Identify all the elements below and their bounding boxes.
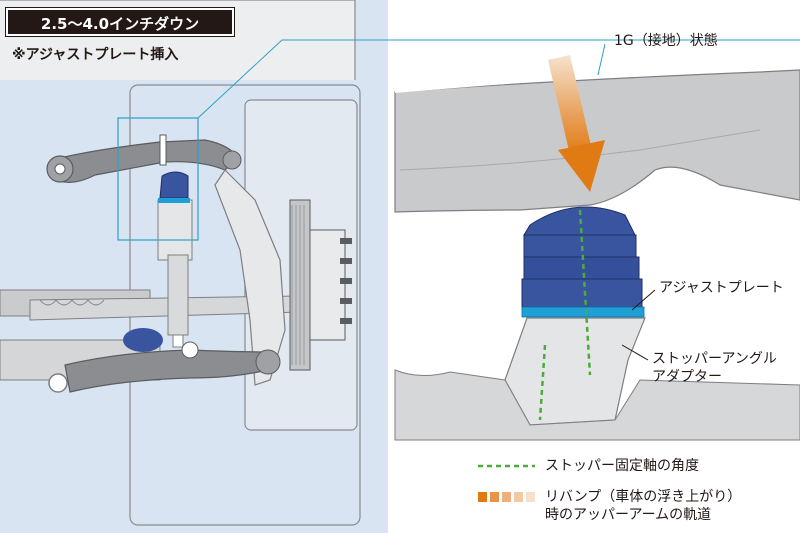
legend-trajectory-swatch	[478, 492, 535, 502]
right-detail-panel	[394, 43, 800, 441]
adapter-callout-line	[621, 344, 649, 361]
stopper-adapter-label-line1: ストッパーアングル	[652, 351, 777, 367]
adjust-plate-callout-line	[631, 289, 656, 311]
stopper-axis-line	[538, 344, 547, 421]
frame-bracket	[394, 369, 800, 441]
detail-callout-line	[197, 39, 800, 119]
detail-highlight-box	[117, 117, 199, 241]
left-overview-panel	[0, 0, 388, 533]
stopper-adapter-label-line2: アダプター	[652, 369, 722, 385]
page-title: 2.5〜4.0インチダウン	[5, 7, 235, 37]
ground-state-label: 1G（接地）状態	[614, 33, 718, 49]
adjust-plate-left	[158, 198, 190, 203]
legend-rebound: リバンプ（車体の浮き上がり） 時のアッパーアームの軌道	[545, 488, 741, 524]
lower-bump-stop	[123, 328, 163, 352]
bump-stop-left	[159, 171, 189, 199]
ground-state-callout-line	[597, 43, 606, 76]
adjust-plate-detail	[521, 306, 645, 318]
stopper-adapter-label: ストッパーアングル アダプター	[652, 350, 777, 386]
rebound-trajectory-arrow	[548, 55, 605, 192]
legend-rebound-line1: リバンプ（車体の浮き上がり）	[545, 489, 742, 505]
legend-rebound-line2: 時のアッパーアームの軌道	[545, 507, 712, 523]
steering-knuckle	[214, 169, 286, 386]
bump-stop-detail	[521, 206, 643, 308]
legend-stopper-axis: ストッパー固定軸の角度	[545, 458, 699, 474]
adjust-plate-label: アジャストプレート	[659, 280, 784, 296]
shock-absorber	[157, 134, 193, 348]
page-subtitle: ※アジャストプレート挿入	[12, 47, 179, 63]
upper-arm-detail	[394, 69, 800, 213]
